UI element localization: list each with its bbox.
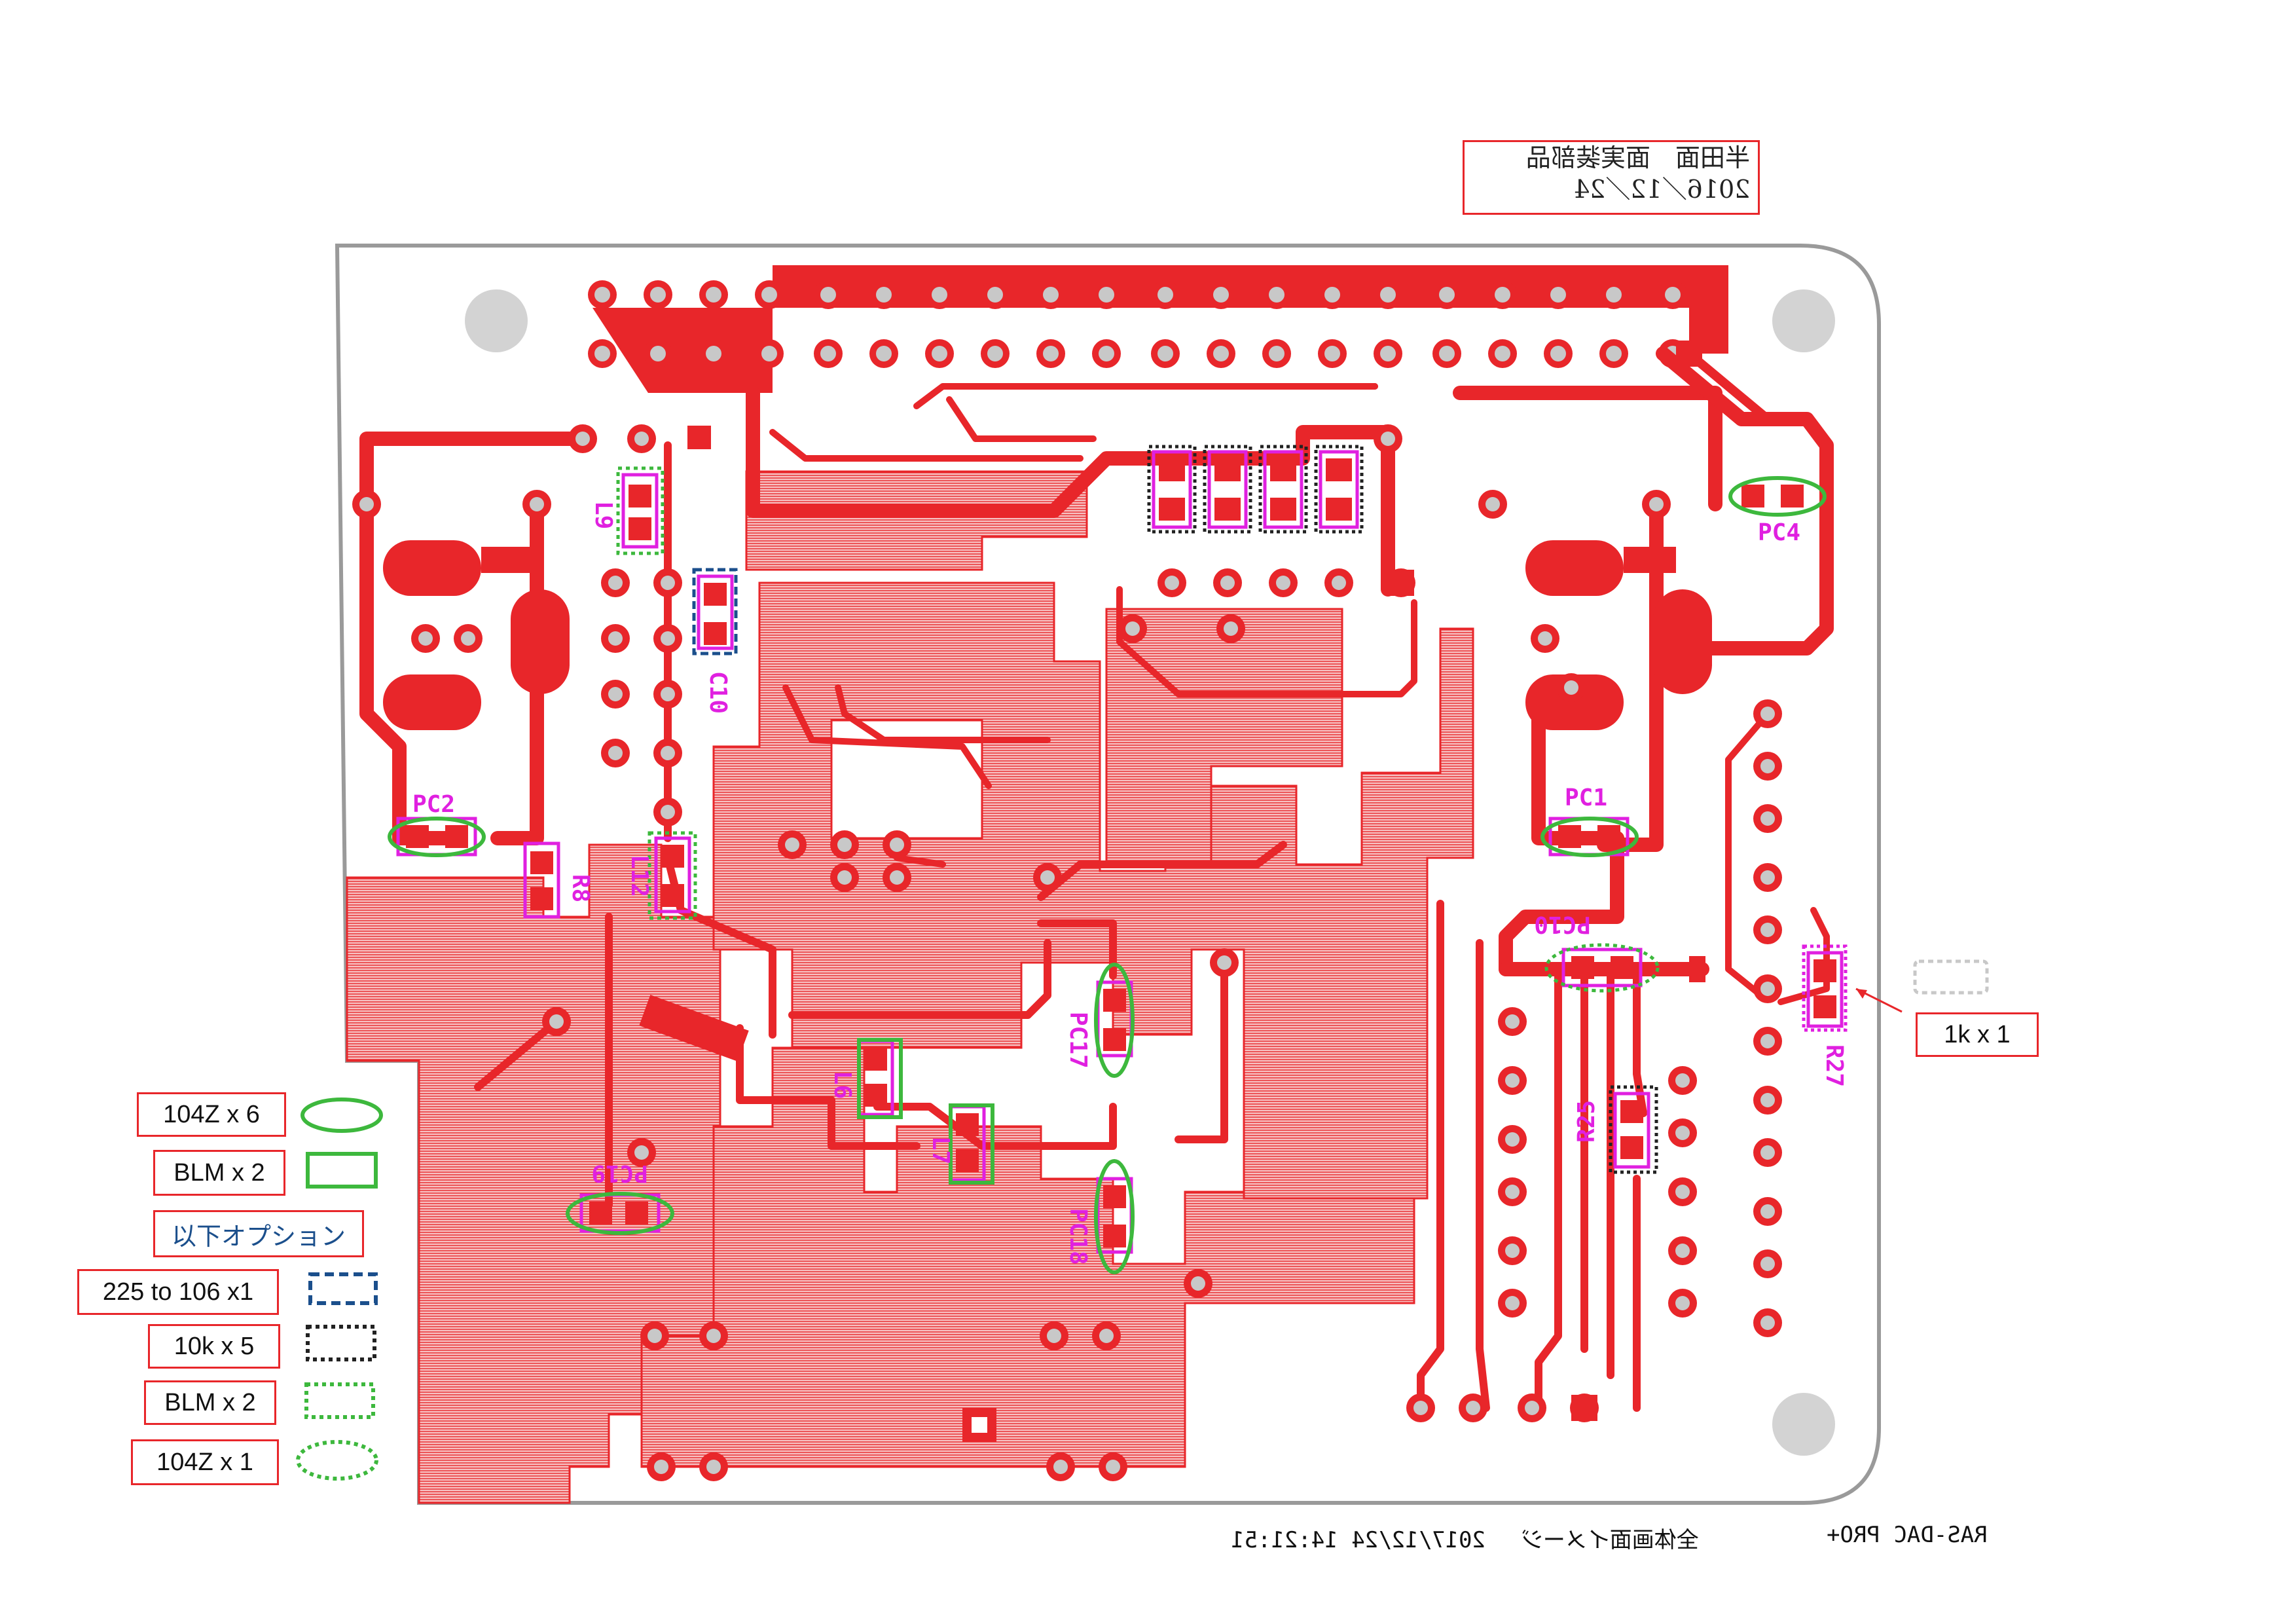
- legend-blm-x2-a: BLM x 2: [153, 1150, 285, 1196]
- label-c10: C10: [704, 671, 731, 714]
- smd-pads: [406, 458, 1836, 1247]
- title-line-2: 2016／12／24: [1573, 175, 1750, 204]
- label-pc18: PC18: [1065, 1208, 1091, 1265]
- title-block: 半田面 面実装部品 2016／12／24: [1463, 140, 1760, 215]
- label-l12: L12: [626, 855, 653, 897]
- label-l7: L7: [927, 1136, 954, 1164]
- legend-symbol-green-ellipse-dotted: [296, 1440, 378, 1481]
- legend-104z-x6: 104Z x 6: [137, 1092, 286, 1137]
- legend-blm-x2-b: BLM x 2: [144, 1380, 276, 1425]
- label-pc2: PC2: [412, 791, 455, 818]
- label-pc19: PC19: [591, 1160, 648, 1187]
- legend-symbol-green-rect-solid: [306, 1152, 378, 1189]
- title-line-1: 半田面 面実装部品: [1525, 143, 1750, 172]
- legend-104z-x1: 104Z x 1: [131, 1439, 279, 1485]
- gpio-header: [588, 265, 1728, 393]
- label-pc17: PC17: [1065, 1012, 1091, 1069]
- callout-1k-x1: 1k x 1: [1916, 1012, 2039, 1057]
- through-hole-pads: [352, 341, 1782, 1481]
- legend-symbol-green-ellipse-solid: [301, 1098, 383, 1133]
- legend-10k-x5: 10k x 5: [148, 1324, 280, 1369]
- label-l6: L6: [829, 1071, 856, 1099]
- label-pc4: PC4: [1758, 519, 1800, 546]
- oval-pads: [383, 540, 1712, 730]
- legend-symbol-black-rect-dotted: [306, 1325, 376, 1361]
- label-r25: R25: [1573, 1100, 1600, 1143]
- label-l9: L9: [590, 501, 617, 529]
- legend-symbol-blue-rect-dashed: [308, 1272, 378, 1305]
- component-labels: PC4 PC2 PC1 PC10 L9 C10 R8 L12 PC17 L6 L…: [412, 501, 1848, 1265]
- legend-225-to-106: 225 to 106 x1: [77, 1269, 279, 1315]
- label-r27: R27: [1821, 1044, 1848, 1087]
- label-pc10: PC10: [1534, 911, 1591, 938]
- label-pc1: PC1: [1565, 784, 1607, 811]
- legend-symbol-green-rect-dotted: [304, 1382, 375, 1419]
- legend-options-heading: 以下オプション: [153, 1210, 364, 1257]
- footer-print-info: 全体画面イメージ 2017/12/24 14:21:51: [1231, 1527, 1699, 1553]
- footer-project-name: RAS-DAC PRO+: [1827, 1522, 1988, 1548]
- label-r8: R8: [567, 874, 594, 902]
- legend-marks-on-board: [388, 445, 1989, 1274]
